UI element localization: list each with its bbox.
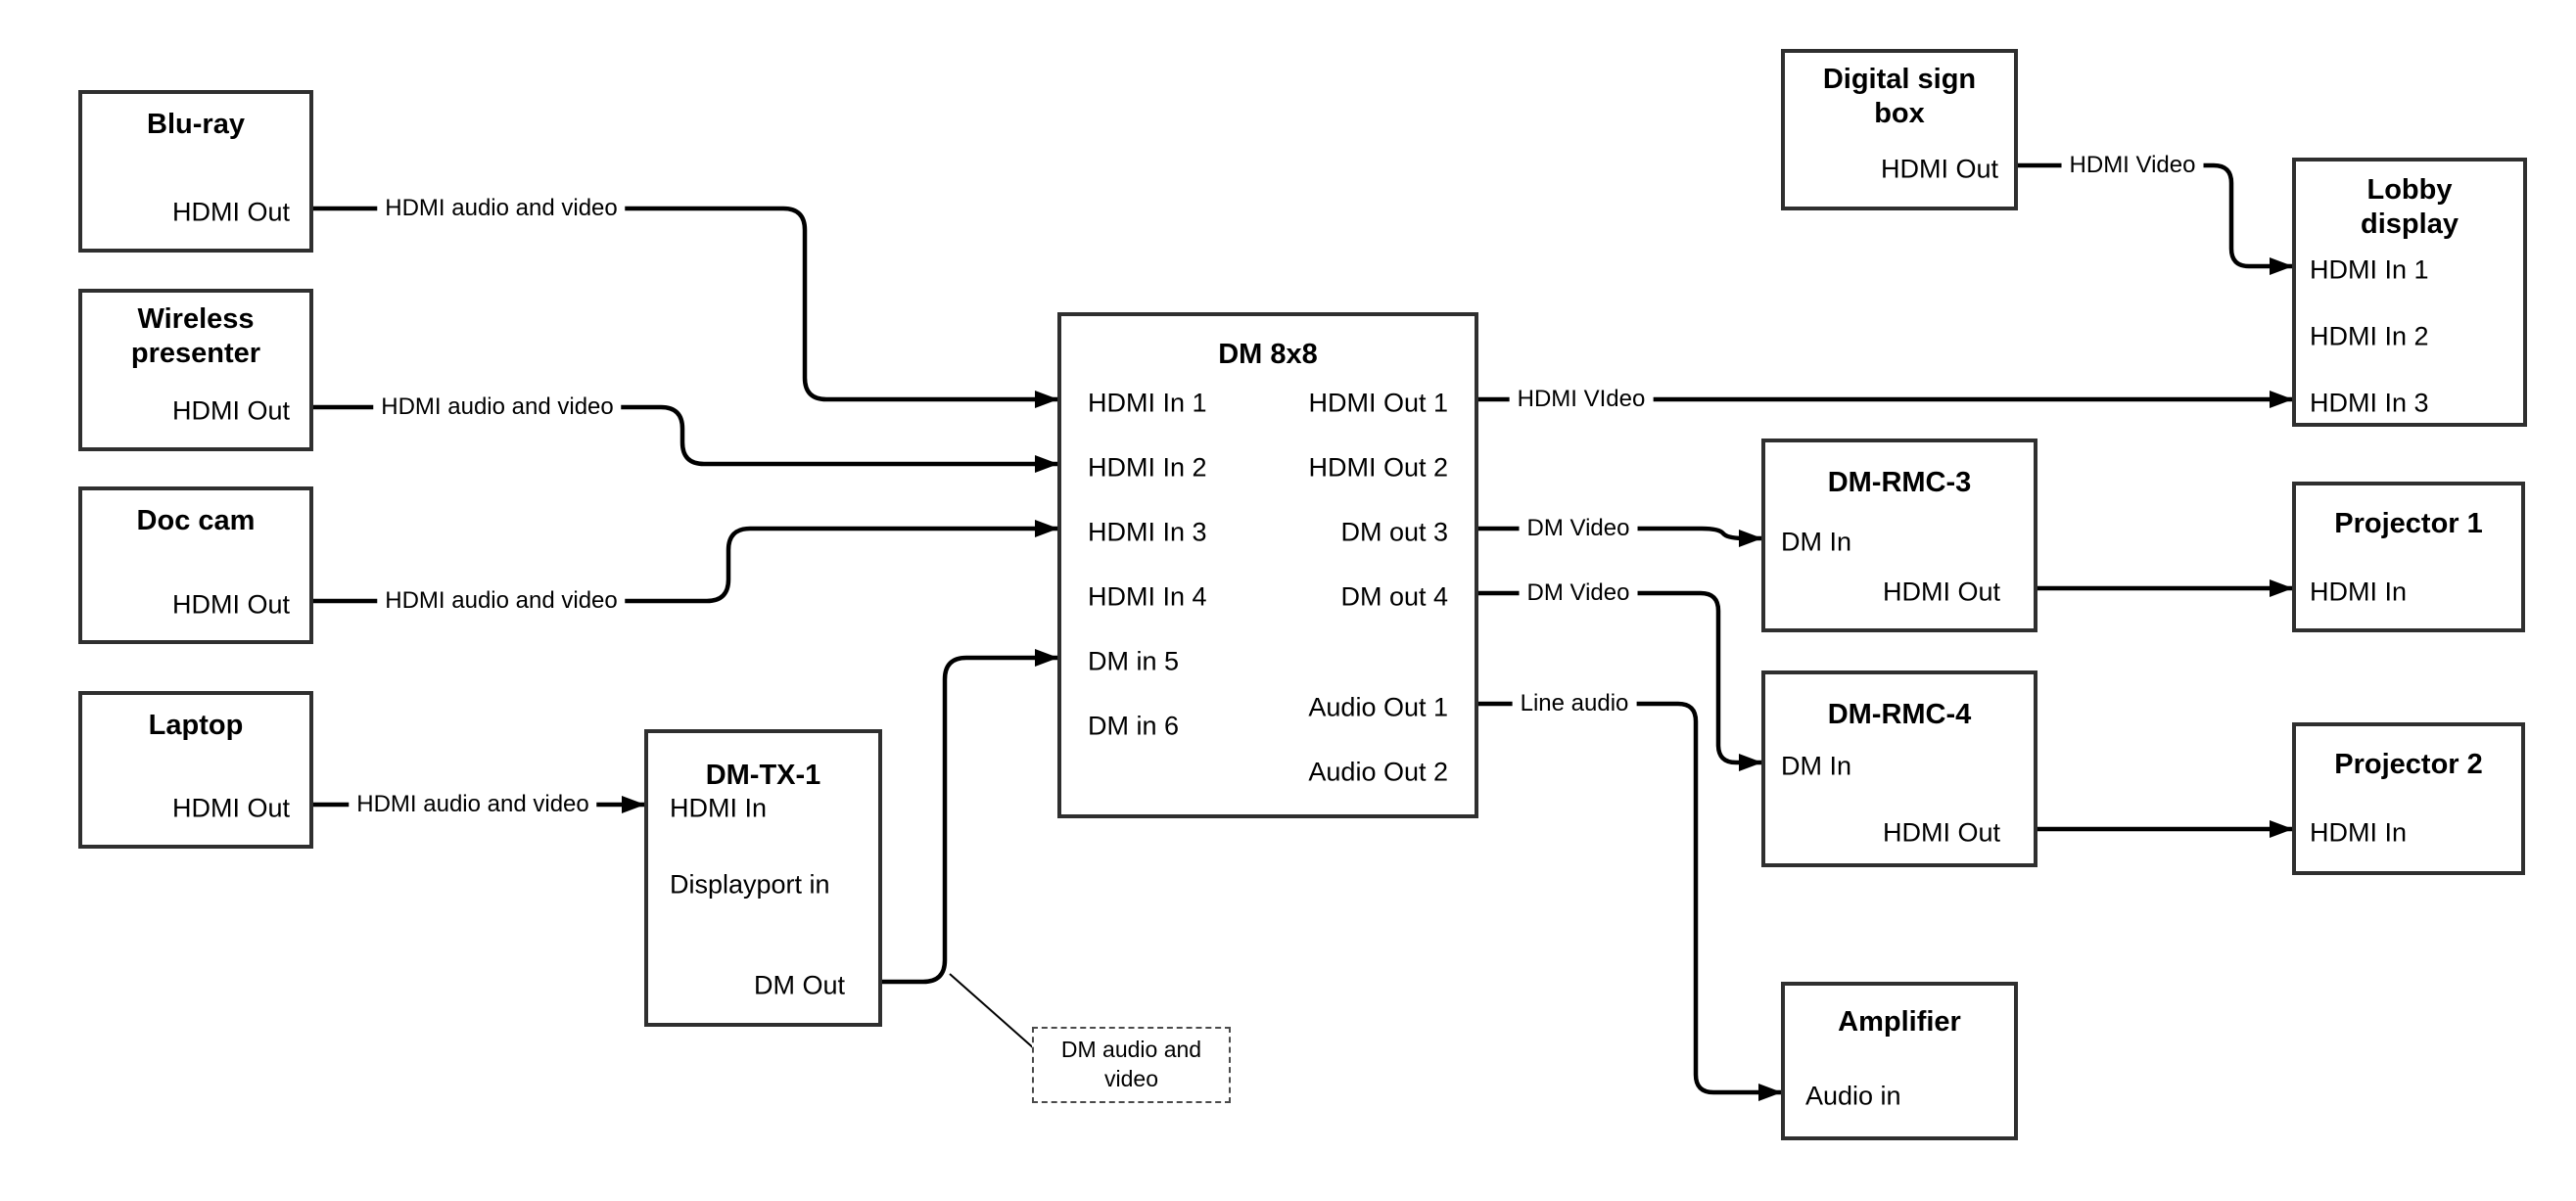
port-dmtx1-hdmi-in: HDMI In [670, 793, 768, 823]
port-dmrmc4-dm-in: DM In [1781, 751, 1852, 781]
wire-label-dm-out-3: DM Video [1519, 515, 1638, 542]
port-lobby-hdmi-in-1: HDMI In 1 [2310, 254, 2429, 285]
node-title: Projector 2 [2334, 749, 2483, 780]
wire-label-wireless: HDMI audio and video [373, 393, 622, 421]
wire-label-audio-out-1: Line audio [1512, 690, 1637, 717]
port-amplifier-audio-in: Audio in [1805, 1081, 1901, 1111]
node-title: Lobby display [2361, 174, 2459, 240]
port-dmtx1-dm-out: DM Out [753, 970, 845, 1000]
port-dm8x8-hdmi-in-3: HDMI In 3 [1088, 517, 1207, 547]
node-doc-cam: Doc cam HDMI Out [78, 486, 313, 644]
wire-dmtx1-dmout-to-dm8x8-dm-in-5 [882, 649, 1058, 985]
node-dm-rmc-3: DM-RMC-3 DM In HDMI Out [1761, 439, 2037, 632]
node-wireless-presenter: Wireless presenter HDMI Out [78, 289, 313, 451]
port-dm8x8-hdmi-in-4: HDMI In 4 [1088, 581, 1207, 612]
node-lobby-display: Lobby display HDMI In 1 HDMI In 2 HDMI I… [2292, 158, 2527, 427]
port-wireless-hdmi-out: HDMI Out [171, 395, 290, 426]
port-dmrmc4-hdmi-out: HDMI Out [1882, 817, 2000, 848]
node-title: DM-RMC-4 [1827, 699, 1972, 730]
port-dm8x8-dm-out-4: DM out 4 [1340, 581, 1448, 612]
wire-label-doccam: HDMI audio and video [377, 587, 626, 615]
node-title: Doc cam [136, 505, 256, 536]
port-dm8x8-hdmi-out-2: HDMI Out 2 [1308, 452, 1448, 483]
port-dm8x8-audio-out-1: Audio Out 1 [1308, 692, 1448, 722]
node-amplifier: Amplifier Audio in [1781, 982, 2018, 1140]
wire-wireless-to-dm8x8-hdmi-in-2 [313, 404, 1058, 473]
port-lobby-hdmi-in-3: HDMI In 3 [2310, 388, 2429, 418]
node-projector-1: Projector 1 HDMI In [2292, 482, 2525, 632]
port-doccam-hdmi-out: HDMI Out [171, 589, 290, 620]
node-title: DM 8x8 [1218, 339, 1318, 370]
note-dm-audio-and-video: DM audio and video [1032, 1027, 1231, 1103]
wire-bluray-to-dm8x8-hdmi-in-1 [313, 206, 1058, 408]
wire-label-dm-out-4: DM Video [1519, 579, 1638, 607]
node-title: Blu-ray [147, 109, 245, 140]
wire-label-laptop: HDMI audio and video [349, 791, 597, 818]
port-dmrmc3-dm-in: DM In [1781, 527, 1852, 557]
node-digital-sign-box: Digital sign box HDMI Out [1781, 49, 2018, 210]
node-projector-2: Projector 2 HDMI In [2292, 722, 2525, 875]
port-projector1-hdmi-in: HDMI In [2310, 577, 2408, 607]
node-dm-rmc-4: DM-RMC-4 DM In HDMI Out [1761, 670, 2037, 867]
node-title: DM-TX-1 [705, 760, 821, 791]
port-lobby-hdmi-in-2: HDMI In 2 [2310, 321, 2429, 351]
node-title: Digital sign box [1822, 64, 1977, 129]
node-title: Wireless presenter [130, 303, 261, 369]
port-digitalsign-hdmi-out: HDMI Out [1880, 154, 1998, 184]
note-leader-line [949, 973, 1036, 1050]
node-title: Projector 1 [2334, 508, 2483, 539]
port-dm8x8-dm-out-3: DM out 3 [1340, 517, 1448, 547]
node-dm-tx-1: DM-TX-1 HDMI In Displayport in DM Out [644, 729, 882, 1027]
wire-doccam-to-dm8x8-hdmi-in-3 [313, 520, 1058, 604]
port-dmrmc3-hdmi-out: HDMI Out [1882, 577, 2000, 607]
node-title: Laptop [148, 710, 244, 741]
node-dm-8x8: DM 8x8 HDMI In 1 HDMI In 2 HDMI In 3 HDM… [1057, 312, 1478, 818]
port-dm8x8-dm-in-5: DM in 5 [1088, 646, 1180, 676]
node-bluray: Blu-ray HDMI Out [78, 90, 313, 253]
port-dm8x8-hdmi-in-1: HDMI In 1 [1088, 388, 1207, 418]
port-dm8x8-dm-in-6: DM in 6 [1088, 711, 1180, 741]
wire-label-bluray: HDMI audio and video [377, 195, 626, 222]
port-dm8x8-hdmi-in-2: HDMI In 2 [1088, 452, 1207, 483]
node-laptop: Laptop HDMI Out [78, 691, 313, 849]
wire-digitalsign-to-lobby-hdmi-in-1 [2018, 162, 2293, 275]
port-projector2-hdmi-in: HDMI In [2310, 817, 2408, 848]
port-laptop-hdmi-out: HDMI Out [171, 793, 290, 823]
wire-dm8x8-dmout4-to-dmrmc4-dm-in [1478, 590, 1762, 771]
node-title: Amplifier [1838, 1006, 1961, 1038]
wire-label-hdmi-out-1: HDMI VIdeo [1509, 386, 1654, 413]
node-title: DM-RMC-3 [1827, 467, 1972, 498]
wire-dm8x8-dmout3-to-dmrmc3-dm-in [1478, 526, 1762, 547]
port-dm8x8-hdmi-out-1: HDMI Out 1 [1308, 388, 1448, 418]
note-text: DM audio and video [1060, 1037, 1202, 1091]
port-dmtx1-displayport-in: Displayport in [670, 869, 830, 900]
port-bluray-hdmi-out: HDMI Out [171, 197, 290, 227]
port-dm8x8-audio-out-2: Audio Out 2 [1308, 757, 1448, 787]
wire-dm8x8-audioout1-to-amplifier-audio-in [1478, 701, 1782, 1101]
wire-label-digital-sign: HDMI Video [2061, 152, 2204, 179]
